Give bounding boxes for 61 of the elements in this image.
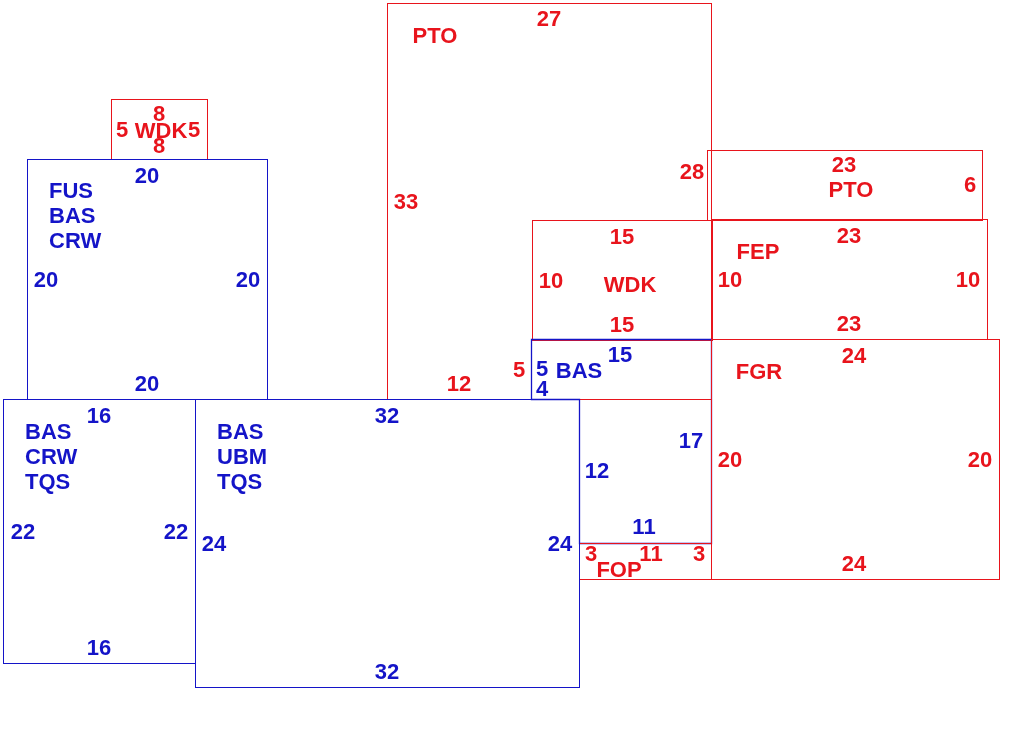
dimension-label: 20: [967, 446, 993, 472]
room-label: FEP: [736, 238, 780, 264]
dimension-label: 10: [717, 266, 743, 292]
dimension-label: 15: [607, 341, 633, 367]
dimension-label: 20: [235, 266, 261, 292]
dimension-label: 24: [547, 530, 573, 556]
dimension-label: 23: [836, 310, 862, 336]
dimension-label: 22: [10, 518, 36, 544]
room-label: WDK: [603, 271, 657, 297]
dimension-label: 20: [134, 162, 160, 188]
dimension-label: 24: [841, 342, 867, 368]
room-label: FGR: [735, 358, 783, 384]
dimension-label: 3: [584, 546, 598, 562]
room-outline: [711, 339, 1000, 580]
dimension-label: 3: [692, 546, 706, 562]
room-outline: [3, 399, 196, 664]
room-label: BAS: [555, 357, 603, 383]
dimension-label: 23: [836, 222, 862, 248]
dimension-label: 12: [584, 457, 610, 483]
dimension-label: 12: [446, 370, 472, 396]
dimension-label: 32: [374, 402, 400, 428]
dimension-label: 5: [187, 116, 201, 142]
dimension-label: 6: [963, 171, 977, 197]
dimension-label: 11: [639, 546, 663, 562]
dimension-label: 10: [538, 267, 564, 293]
dimension-label: 24: [841, 550, 867, 576]
dimension-label: 5: [535, 355, 549, 381]
dimension-label: 20: [33, 266, 59, 292]
dimension-label: 32: [374, 658, 400, 684]
room-label: BAS UBM TQS: [217, 419, 269, 494]
dimension-label: 17: [678, 427, 704, 453]
room-outline: [579, 543, 712, 580]
room-label: FOP: [596, 562, 642, 578]
dimension-label: 15: [609, 223, 635, 249]
room-outline: [532, 220, 713, 341]
room-label: PTO: [412, 22, 458, 48]
dimension-label: 10: [955, 266, 981, 292]
dimension-label: 33: [393, 188, 419, 214]
dimension-label: 15: [609, 311, 635, 337]
room-label: PTO: [828, 176, 874, 202]
room-outline: [387, 3, 712, 400]
room-label: BAS CRW TQS: [25, 419, 79, 494]
dimension-label: 5: [115, 116, 129, 142]
dimension-label: 5: [512, 356, 526, 382]
room-outline: [711, 219, 988, 340]
room-outline: [195, 399, 580, 688]
dimension-label: 16: [86, 402, 112, 428]
dimension-label: 4: [535, 382, 549, 396]
dimension-label: 23: [831, 151, 857, 177]
dimension-label: 20: [717, 446, 743, 472]
room-outline: [27, 159, 268, 400]
room-outline: [707, 150, 983, 221]
dimension-label: 16: [86, 634, 112, 660]
room-label: FUS BAS CRW: [49, 178, 103, 253]
dimension-label: 11: [632, 513, 656, 539]
dimension-label: 20: [134, 370, 160, 396]
dimension-label: 28: [679, 158, 705, 184]
dimension-label: 22: [163, 518, 189, 544]
dimension-label: 27: [536, 5, 562, 31]
dimension-label: 24: [201, 530, 227, 556]
room-outline: [111, 99, 208, 160]
